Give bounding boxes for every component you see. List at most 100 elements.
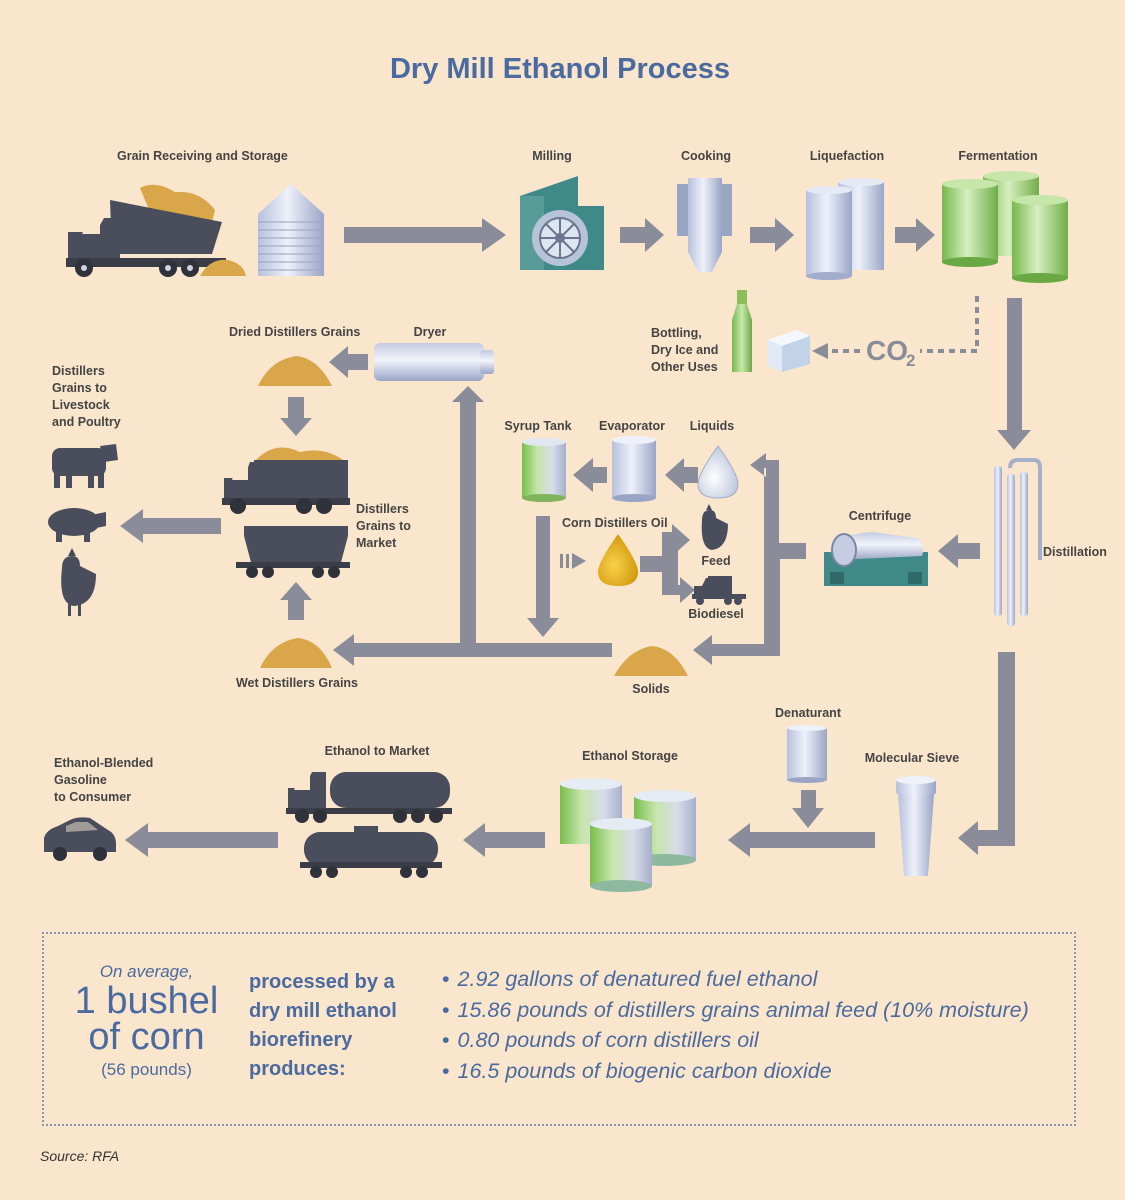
summary-processed: processed by a dry mill ethanol biorefin… bbox=[249, 968, 429, 1084]
cow-icon bbox=[52, 444, 118, 488]
arrow-denaturant-down bbox=[792, 790, 824, 828]
summary-processed-line: processed by a bbox=[249, 971, 395, 993]
label-wet-distillers-grains: Wet Distillers Grains bbox=[236, 676, 358, 690]
tanker-railcar-icon bbox=[300, 826, 442, 878]
label-centrifuge: Centrifuge bbox=[849, 509, 912, 523]
label-denaturant: Denaturant bbox=[775, 706, 842, 720]
label-dryer: Dryer bbox=[414, 325, 447, 339]
arrow-wet-to-dryer bbox=[452, 386, 484, 643]
livestock-animals bbox=[48, 444, 118, 616]
label-gasoline-2: Gasoline bbox=[54, 773, 107, 787]
list-item: 0.80 pounds of corn distillers oil bbox=[442, 1025, 1029, 1056]
summary-weight: (56 pounds) bbox=[101, 1060, 192, 1079]
label-liquefaction: Liquefaction bbox=[810, 149, 884, 163]
arrow-distillation-to-centrifuge bbox=[938, 534, 980, 568]
liquids-drop-icon bbox=[697, 445, 739, 499]
co2-label: CO bbox=[866, 335, 908, 366]
source-credit: Source: RFA bbox=[40, 1148, 120, 1164]
cooking-vessel-icon bbox=[677, 178, 732, 272]
liquefaction-tanks-icon bbox=[806, 178, 884, 280]
arrow-distillation-to-sieve bbox=[958, 652, 1015, 855]
label-feed: Feed bbox=[701, 554, 730, 568]
evaporator-icon bbox=[612, 436, 656, 502]
dryer-icon bbox=[374, 343, 494, 381]
flow-arrows bbox=[120, 218, 1031, 857]
arrow-fermentation-to-distillation bbox=[997, 298, 1031, 450]
label-distillation: Distillation bbox=[1043, 545, 1107, 559]
summary-avg: On average, bbox=[99, 962, 194, 981]
chicken-icon bbox=[61, 548, 96, 616]
arrow-storage-to-milling bbox=[344, 218, 506, 252]
pig-icon bbox=[48, 508, 106, 542]
label-gasoline-1: Ethanol-Blended bbox=[54, 756, 153, 770]
arrow-dried-down bbox=[280, 397, 312, 436]
page-title: Dry Mill Ethanol Process bbox=[390, 53, 730, 85]
arrow-wet-up bbox=[280, 582, 312, 620]
summary-processed-line: biorefinery bbox=[249, 1029, 353, 1051]
arrow-storage-to-market bbox=[463, 823, 545, 857]
consumer-car-icon bbox=[44, 817, 116, 861]
arrow-liquefaction-to-fermentation bbox=[895, 218, 935, 252]
fermentation-tanks-icon bbox=[942, 171, 1068, 283]
label-syrup-tank: Syrup Tank bbox=[504, 419, 571, 433]
label-liquids: Liquids bbox=[690, 419, 734, 433]
label-bottling-1: Bottling, bbox=[651, 326, 702, 340]
distillers-grains-truck-icon bbox=[222, 447, 350, 514]
label-evaporator: Evaporator bbox=[599, 419, 665, 433]
label-fermentation: Fermentation bbox=[958, 149, 1037, 163]
label-livestock-2: Grains to bbox=[52, 381, 107, 395]
grain-silo-icon bbox=[258, 184, 324, 276]
label-molecular-sieve: Molecular Sieve bbox=[865, 751, 960, 765]
arrow-solids-to-wet-grains bbox=[333, 634, 612, 666]
arrow-cooking-to-liquefaction bbox=[750, 218, 794, 252]
summary-products-list: 2.92 gallons of denatured fuel ethanol 1… bbox=[442, 964, 1029, 1086]
co2-subscript: 2 bbox=[906, 351, 915, 370]
arrow-liquids-to-evaporator bbox=[665, 458, 698, 492]
label-grain-receiving: Grain Receiving and Storage bbox=[117, 149, 288, 163]
mill-icon bbox=[520, 176, 604, 270]
label-bottling-3: Other Uses bbox=[651, 360, 718, 374]
label-cooking: Cooking bbox=[681, 149, 731, 163]
list-item: 15.86 pounds of distillers grains animal… bbox=[442, 995, 1029, 1026]
label-livestock-3: Livestock bbox=[52, 398, 110, 412]
summary-bushel: On average, 1 bushel of corn (56 pounds) bbox=[44, 962, 249, 1080]
tanker-truck-icon bbox=[286, 772, 452, 823]
chevrons-to-oil bbox=[560, 553, 586, 569]
list-item: 16.5 pounds of biogenic carbon dioxide bbox=[442, 1056, 1029, 1087]
corn-oil-drop-icon bbox=[598, 534, 638, 586]
syrup-tank-icon bbox=[522, 438, 566, 502]
dry-ice-cube-icon bbox=[768, 330, 810, 372]
label-corn-distillers-oil: Corn Distillers Oil bbox=[562, 516, 668, 530]
label-milling: Milling bbox=[532, 149, 572, 163]
feed-chicken-icon bbox=[701, 504, 728, 550]
arrow-centrifuge-to-solids bbox=[693, 559, 780, 665]
hopper-railcar-icon bbox=[236, 526, 350, 578]
label-dried-distillers-grains: Dried Distillers Grains bbox=[229, 325, 360, 339]
arrow-syrup-down bbox=[527, 516, 559, 637]
label-livestock-1: Distillers bbox=[52, 364, 105, 378]
label-livestock-4: and Poultry bbox=[52, 415, 121, 429]
biodiesel-truck-icon bbox=[692, 576, 746, 605]
label-bottling-2: Dry Ice and bbox=[651, 343, 718, 357]
label-market-2: Grains to bbox=[356, 519, 411, 533]
molecular-sieve-icon bbox=[896, 776, 936, 876]
arrow-sieve-to-storage bbox=[728, 823, 875, 857]
dump-truck-icon bbox=[66, 184, 246, 277]
dried-grains-pile-icon bbox=[258, 356, 332, 386]
list-item: 2.92 gallons of denatured fuel ethanol bbox=[442, 964, 1029, 995]
summary-processed-line: dry mill ethanol bbox=[249, 1000, 397, 1022]
label-ethanol-storage: Ethanol Storage bbox=[582, 749, 678, 763]
arrow-centrifuge-to-liquids bbox=[750, 453, 806, 559]
arrow-milling-to-cooking bbox=[620, 218, 664, 252]
summary-bushel-line2: of corn bbox=[88, 1016, 205, 1058]
wet-grains-pile-icon bbox=[260, 638, 332, 668]
arrow-market-to-livestock bbox=[120, 509, 221, 543]
co2-dotted-line bbox=[812, 296, 979, 359]
summary-bushel-line1: 1 bushel bbox=[74, 980, 219, 1022]
arrow-oil-to-biodiesel bbox=[662, 560, 695, 603]
solids-pile-icon bbox=[614, 646, 688, 676]
summary-processed-line: produces: bbox=[249, 1058, 346, 1080]
ethanol-storage-tanks-icon bbox=[560, 778, 696, 892]
